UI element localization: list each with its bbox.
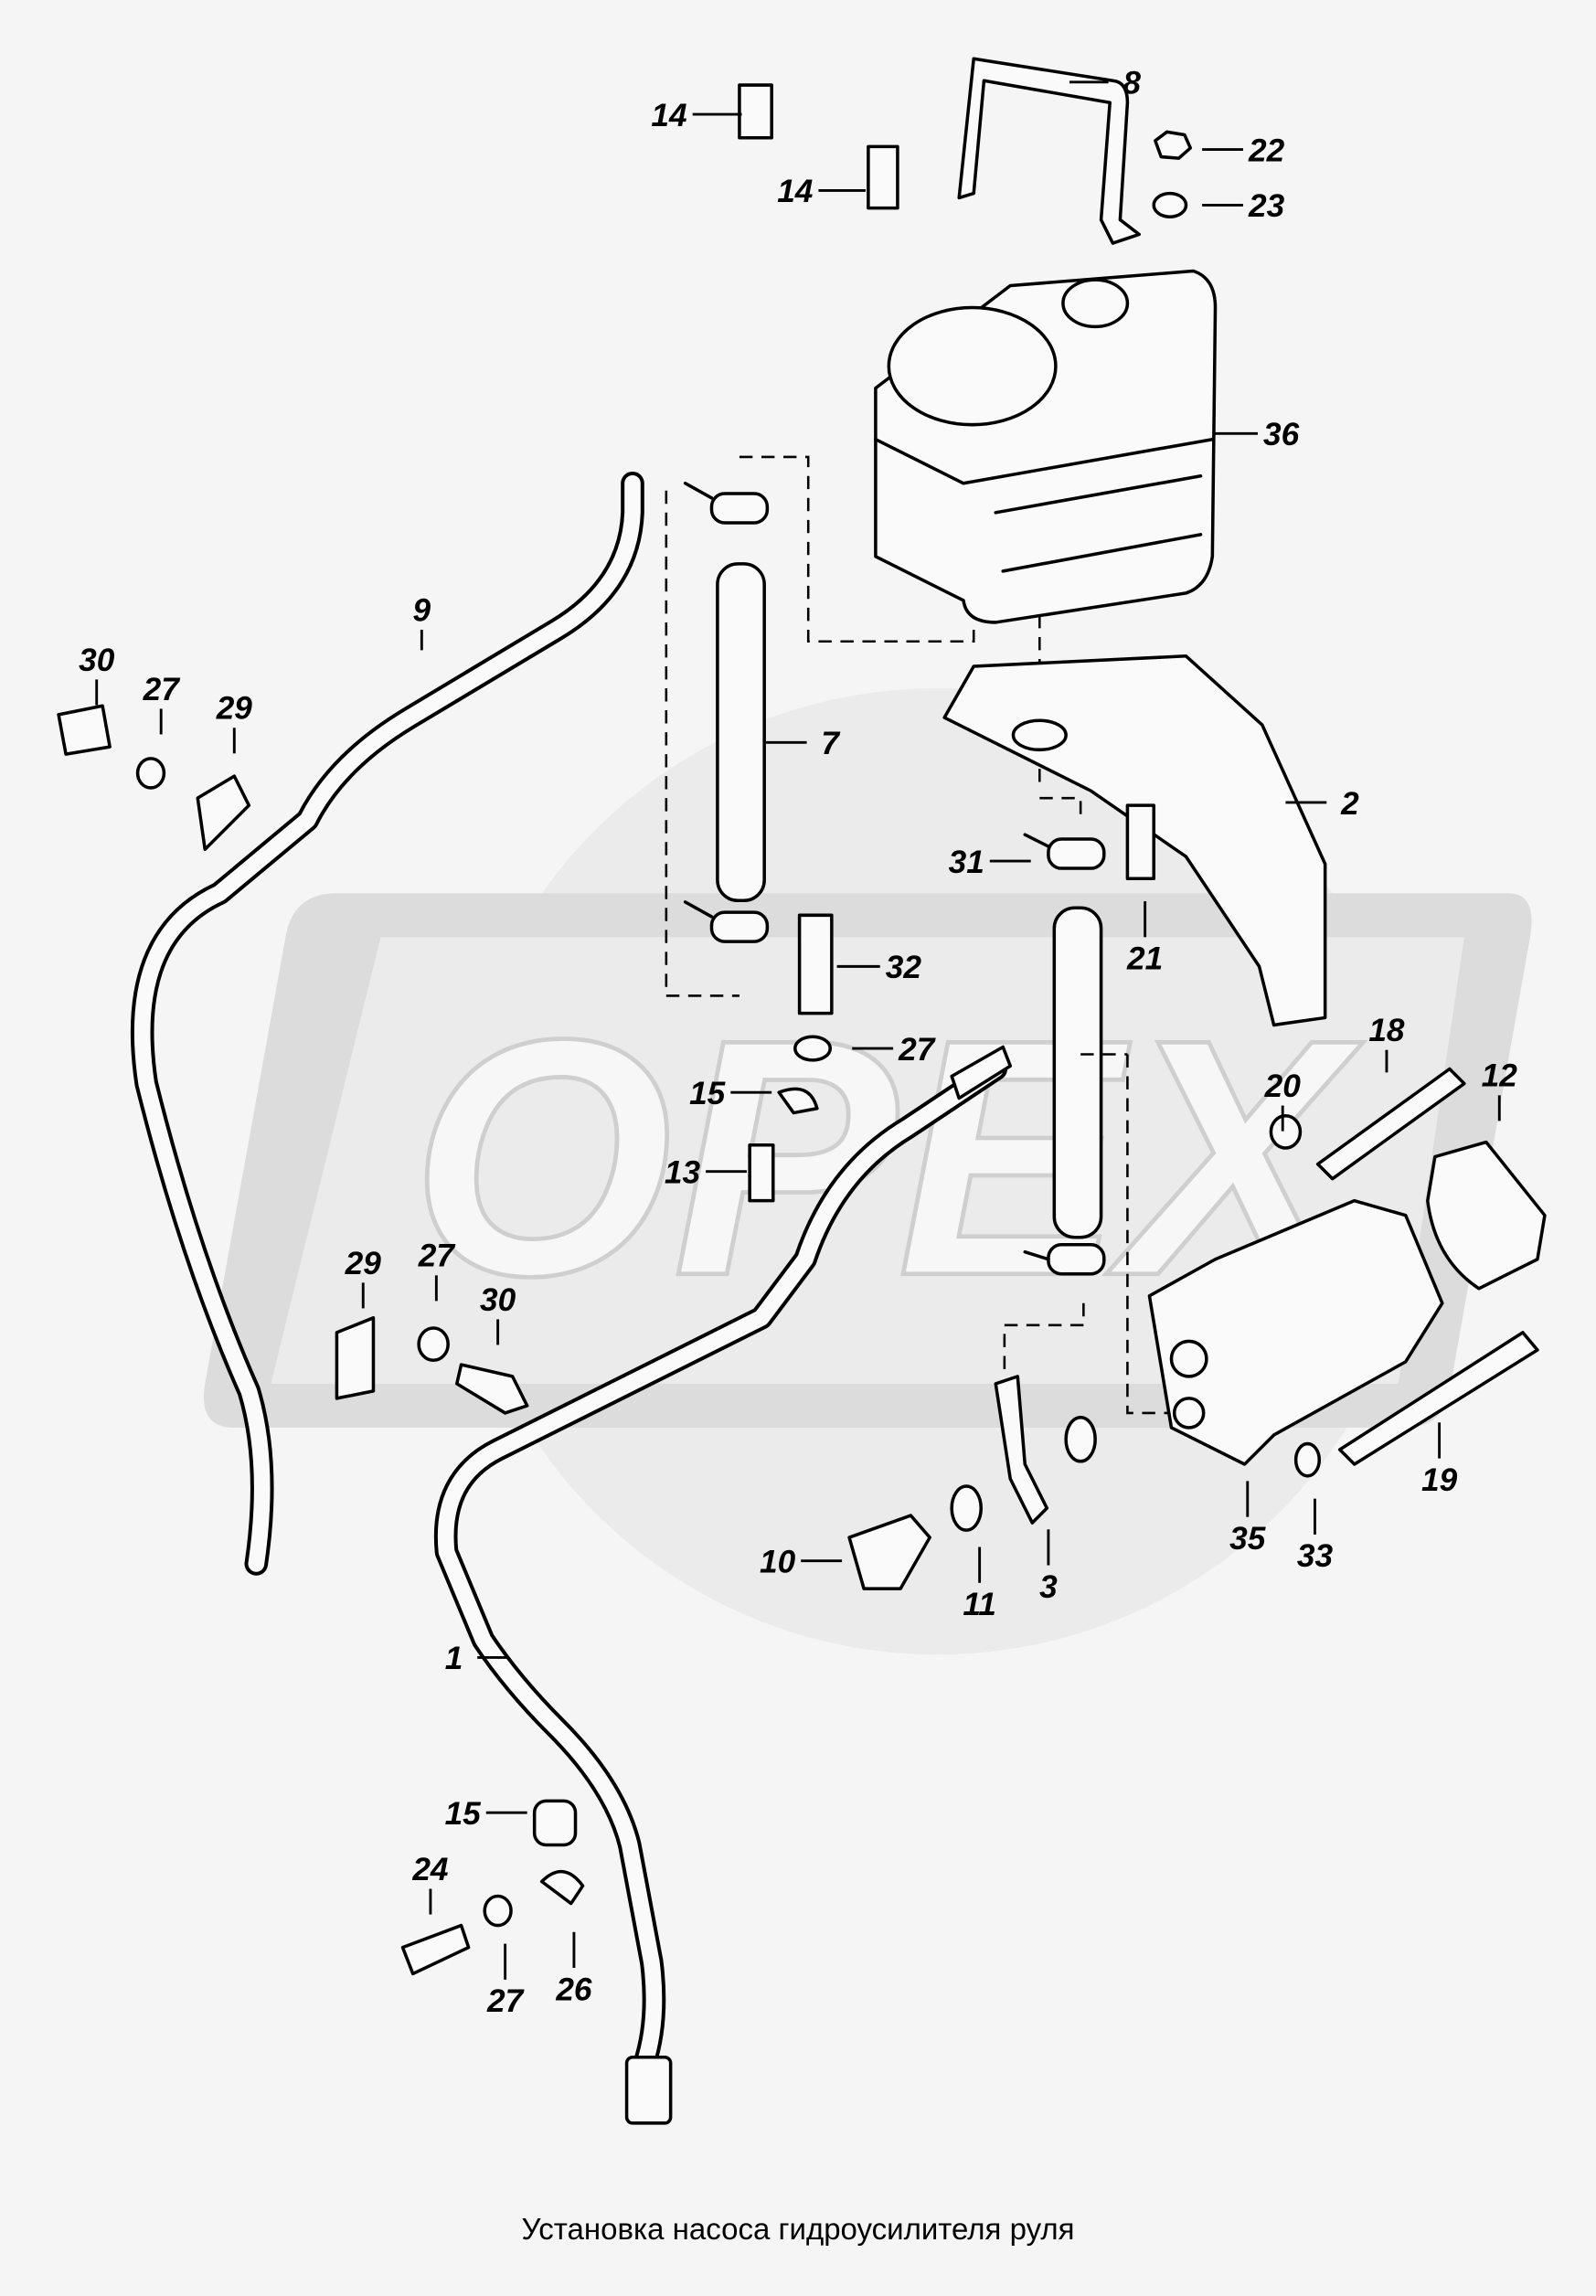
bolt-21 xyxy=(1125,803,1156,881)
callout-label: 20 xyxy=(1264,1068,1302,1104)
callout-label: 27 xyxy=(486,1983,525,2019)
callout-label: 7 xyxy=(821,726,840,761)
washer-27 xyxy=(793,1035,833,1062)
pad-14b xyxy=(867,144,899,210)
gasket-12 xyxy=(1426,1140,1547,1291)
clip-15 xyxy=(777,1087,819,1115)
diagram-caption: Установка насоса гидроусилителя руля xyxy=(521,2212,1075,2246)
callout-label: 35 xyxy=(1229,1521,1267,1557)
washer-27b xyxy=(135,757,166,790)
callout-label: 27 xyxy=(898,1032,936,1068)
clip-29 xyxy=(196,774,251,851)
banjo-3 xyxy=(994,1375,1049,1525)
bolt-30 xyxy=(57,704,112,756)
callout-label: 33 xyxy=(1297,1538,1334,1574)
callout-label: 30 xyxy=(79,643,115,678)
pump-35 xyxy=(1147,1198,1444,1466)
bolt-24 xyxy=(400,1923,471,1976)
hose-clamps xyxy=(683,482,1106,1276)
callout-label: 22 xyxy=(1248,133,1285,168)
callout-label: 27 xyxy=(418,1238,456,1274)
callout-label: 29 xyxy=(345,1246,382,1281)
callout-label: 27 xyxy=(143,672,181,707)
callout-label: 11 xyxy=(963,1587,996,1622)
washer-27d xyxy=(483,1894,513,1928)
bolt-10 xyxy=(847,1514,931,1590)
bolt-18 xyxy=(1315,1067,1466,1181)
callout-label: 3 xyxy=(1039,1569,1058,1605)
tube-lower xyxy=(1052,906,1103,1239)
callout-labels: 1414822233693027297231213227151320181229… xyxy=(79,66,1517,2019)
bolt-32 xyxy=(797,913,834,1015)
nut-22 xyxy=(1154,130,1193,160)
callout-label: 19 xyxy=(1421,1462,1458,1498)
washer-20 xyxy=(1269,1113,1303,1150)
pad-13 xyxy=(748,1143,775,1203)
ring-oring xyxy=(1064,1415,1097,1463)
callout-label: 10 xyxy=(760,1545,796,1580)
tube-7 xyxy=(716,562,766,903)
ring-11 xyxy=(950,1484,983,1532)
callout-label: 24 xyxy=(411,1852,448,1887)
pad-14 xyxy=(738,83,773,140)
callout-label: 2 xyxy=(1340,786,1359,822)
bolt-30b xyxy=(455,1363,529,1415)
callout-label: 29 xyxy=(216,691,253,727)
callout-label: 14 xyxy=(777,174,813,209)
callout-label: 15 xyxy=(689,1076,727,1111)
callout-label: 31 xyxy=(949,845,984,880)
callout-label: 9 xyxy=(413,592,431,628)
reservoir-36 xyxy=(874,269,1218,624)
bolt-19 xyxy=(1337,1331,1539,1466)
watermark-text: OPEX xyxy=(410,970,1364,1346)
callout-label: 12 xyxy=(1482,1058,1518,1094)
clamp-26 xyxy=(539,1869,585,1906)
callout-label: 30 xyxy=(480,1282,516,1318)
callout-label: 1 xyxy=(445,1641,463,1676)
callout-label: 18 xyxy=(1368,1013,1405,1048)
washer-23 xyxy=(1152,191,1188,218)
callout-label: 26 xyxy=(555,1972,592,2007)
washer-27c xyxy=(417,1326,450,1363)
callout-label: 36 xyxy=(1263,417,1300,452)
callout-label: 8 xyxy=(1123,66,1141,101)
clip-29b xyxy=(335,1316,376,1400)
callout-label: 21 xyxy=(1126,941,1163,977)
callout-label: 14 xyxy=(651,98,686,133)
pipe-1 xyxy=(433,1045,1013,2125)
spacer-15 xyxy=(532,1799,578,1847)
callout-label: 13 xyxy=(665,1154,701,1190)
callout-label: 15 xyxy=(445,1796,483,1832)
washer-33 xyxy=(1293,1441,1322,1478)
callout-label: 23 xyxy=(1248,188,1285,224)
bracket-8 xyxy=(957,57,1141,245)
hose-9 xyxy=(130,471,644,1576)
callout-label: 32 xyxy=(886,950,922,985)
